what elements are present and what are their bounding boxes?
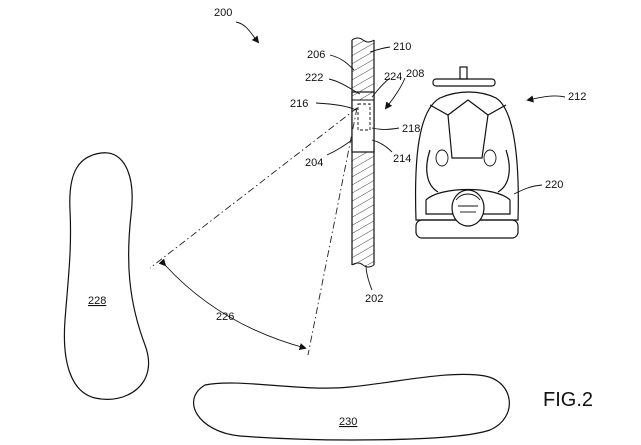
label-202: 202 — [365, 293, 383, 305]
label-208: 208 — [406, 68, 424, 80]
label-226: 226 — [216, 311, 234, 323]
label-228: 228 — [88, 295, 106, 307]
label-206: 206 — [307, 49, 325, 61]
leader-lines — [235, 21, 566, 291]
field-of-view-lines — [149, 107, 358, 356]
vehicle-top-view — [414, 66, 519, 239]
label-200: 200 — [214, 7, 232, 19]
angle-arc — [158, 258, 307, 351]
label-222: 222 — [305, 72, 323, 84]
region-230-outline — [193, 373, 510, 441]
label-214: 214 — [393, 153, 411, 165]
label-230: 230 — [339, 416, 357, 428]
label-224: 224 — [384, 71, 402, 83]
label-210: 210 — [393, 41, 411, 53]
sensor-housing — [351, 91, 375, 153]
label-218: 218 — [402, 123, 420, 135]
label-216: 216 — [290, 98, 308, 110]
label-204: 204 — [305, 157, 323, 169]
label-212: 212 — [568, 91, 586, 103]
label-220: 220 — [545, 179, 563, 191]
figure-title: FIG.2 — [543, 389, 593, 411]
region-228-outline — [63, 152, 150, 400]
